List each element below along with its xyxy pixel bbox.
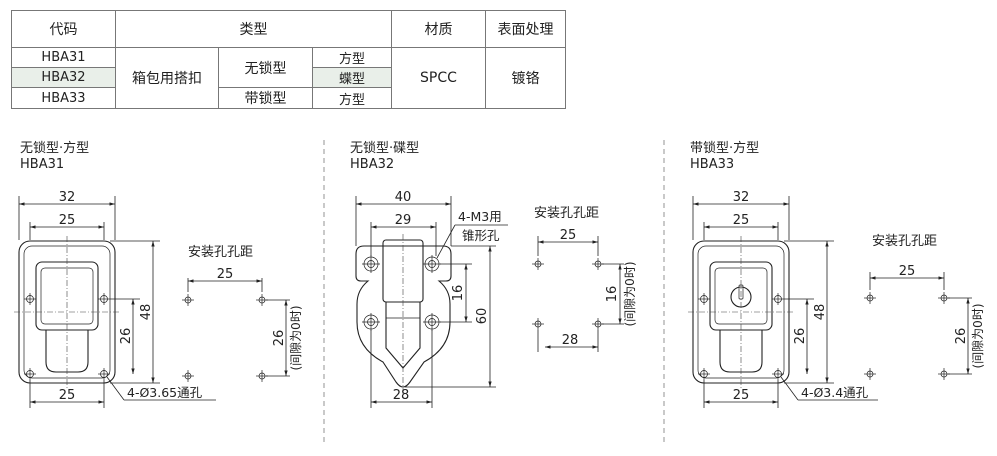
lock-type-cell: 带锁型 [218,87,313,109]
dim-inner-width: 25 [59,213,76,228]
mount-hole [698,293,710,305]
code-cell: HBA33 [11,87,116,109]
mount-hole [24,293,36,305]
dim-hole-pitch-vertical: 26 [119,328,134,345]
dim-hole-pitch-vertical: 26 [793,328,808,345]
figure-hba32: 无锁型·碟型 HBA32 40 29 4-M3用 锥形孔 16 [350,140,637,408]
figure-code: HBA31 [20,157,64,172]
pattern-hole [864,292,876,304]
hole-note: 4-Ø3.65通孔 [127,385,203,400]
dim-inner-width: 25 [733,213,750,228]
pattern-hole [182,370,194,382]
figure-title: 无锁型·方型 [20,140,89,156]
pattern-hole [532,258,544,270]
figure-code: HBA32 [350,157,394,172]
dim-overall-height: 60 [475,308,490,325]
mount-hole [698,368,710,380]
countersunk-hole [362,255,380,273]
surface-cell: 镀铬 [485,47,566,109]
dim-overall-height: 48 [139,304,154,321]
spec-table: 代码 类型 材质 表面处理 HBA31 箱包用搭扣 无锁型 方型 SPCC 镀铬… [11,10,566,109]
gap-note: (间隙为0时) [289,306,303,371]
dim-overall-height: 48 [813,304,828,321]
countersunk-hole [362,313,380,331]
screw-note-line1: 4-M3用 [458,209,502,224]
dim-hole-pitch-top: 29 [395,213,412,228]
material-cell: SPCC [391,47,486,109]
shape-cell: 蝶型 [312,67,392,88]
dim-pattern-height: 26 [272,330,287,347]
dim-pattern-bottom: 28 [562,333,579,348]
dim-overall-width: 40 [395,190,412,205]
butterfly-latch-body [355,245,452,388]
mount-hole [772,368,784,380]
countersunk-hole [423,255,441,273]
dim-pattern-width: 25 [217,267,234,282]
mount-hole [772,293,784,305]
table-header-row: 代码 类型 材质 表面处理 [11,10,566,48]
dim-bottom-hole-pitch: 28 [393,388,410,403]
dim-pattern-height: 16 [605,286,620,303]
mount-hole [98,293,110,305]
countersunk-hole [423,313,441,331]
dim-overall-width: 32 [733,190,750,205]
dim-bottom-hole-pitch: 25 [733,388,750,403]
table-row: HBA31 箱包用搭扣 无锁型 方型 SPCC 镀铬 [11,47,566,109]
leader-line [780,376,799,401]
pattern-hole [532,318,544,330]
figure-hba31: 无锁型·方型 HBA31 32 25 48 26 [14,140,303,408]
leader-line [436,224,456,259]
table-row: HBA33 带锁型 方型 [11,87,566,109]
screw-note-line2: 锥形孔 [462,228,500,243]
figure-title: 无锁型·碟型 [350,140,419,156]
gap-note: (间隙为0时) [971,304,985,369]
table-row: HBA32 蝶型 [11,67,566,88]
figure-code: HBA33 [690,157,734,172]
hole-pattern-title: 安装孔孔距 [534,206,599,221]
category-cell: 箱包用搭扣 [115,47,219,109]
dim-pattern-width: 25 [899,264,916,279]
hole-pattern-title: 安装孔孔距 [188,245,253,260]
dim-pattern-height: 26 [954,328,969,345]
dim-bottom-hole-pitch: 25 [59,388,76,403]
mount-hole [24,368,36,380]
leader-line [106,376,125,401]
header-surface: 表面处理 [485,10,566,48]
hole-note: 4-Ø3.4通孔 [801,385,869,400]
header-type: 类型 [115,10,392,48]
dim-overall-width: 32 [59,190,76,205]
hole-pattern-title: 安装孔孔距 [872,234,937,249]
mount-hole [98,368,110,380]
pattern-hole [182,294,194,306]
gap-note: (间隙为0时) [623,262,637,327]
shape-cell: 方型 [312,87,392,109]
dim-hole-pitch-vertical: 16 [451,285,466,302]
figure-hba33: 带锁型·方型 HBA33 32 25 48 [688,140,985,408]
figure-title: 带锁型·方型 [690,140,759,156]
pattern-hole [864,368,876,380]
lock-type-cell: 无锁型 [218,47,313,88]
dim-pattern-width: 25 [560,228,577,243]
header-code: 代码 [11,10,116,48]
